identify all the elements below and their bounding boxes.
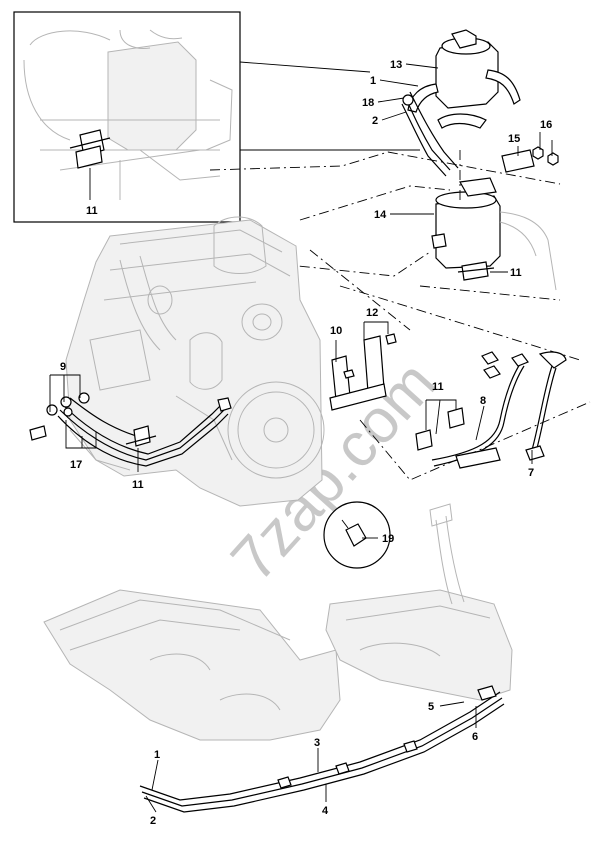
callout-2-top: 2 — [372, 115, 378, 127]
callout-17: 17 — [70, 459, 82, 471]
engine-block — [65, 216, 325, 507]
callout-2-bottom: 2 — [150, 815, 156, 827]
callout-13: 13 — [390, 59, 402, 71]
brackets-10-12 — [329, 321, 397, 411]
return-lines-7-8 — [415, 351, 567, 469]
inset-detail — [13, 11, 241, 223]
callout-18: 18 — [362, 97, 374, 109]
callout-16: 16 — [540, 119, 552, 131]
callout-14: 14 — [374, 209, 387, 221]
inset-connector-top — [239, 61, 371, 73]
fuel-filter-assembly — [401, 29, 559, 291]
leader-lines — [137, 63, 553, 813]
assembly-guide-lines — [209, 151, 591, 481]
callout-1-top: 1 — [370, 75, 376, 87]
callout-19: 19 — [382, 533, 394, 545]
callout-8: 8 — [480, 395, 486, 407]
callout-5: 5 — [428, 701, 434, 713]
callout-9: 9 — [60, 361, 66, 373]
callout-15: 15 — [508, 133, 520, 145]
callout-labels: 11 13 1 18 2 15 16 14 11 12 10 9 17 11 1… — [60, 59, 552, 827]
callout-3: 3 — [314, 737, 320, 749]
underbody-fuel-lines — [139, 685, 505, 813]
detail-cap-19 — [323, 501, 391, 569]
callout-11-filter: 11 — [510, 267, 522, 279]
callout-11-inset: 11 — [86, 205, 98, 217]
callout-4: 4 — [322, 805, 329, 817]
vehicle-underbody — [43, 503, 513, 741]
callout-7: 7 — [528, 467, 534, 479]
callout-12: 12 — [366, 307, 378, 319]
engine-fuel-lines — [29, 374, 232, 467]
callout-10: 10 — [330, 325, 342, 337]
callout-6: 6 — [472, 731, 478, 743]
callout-11-engine: 11 — [132, 479, 144, 491]
callout-11-mid: 11 — [432, 381, 444, 393]
callout-1-bottom: 1 — [154, 749, 160, 761]
